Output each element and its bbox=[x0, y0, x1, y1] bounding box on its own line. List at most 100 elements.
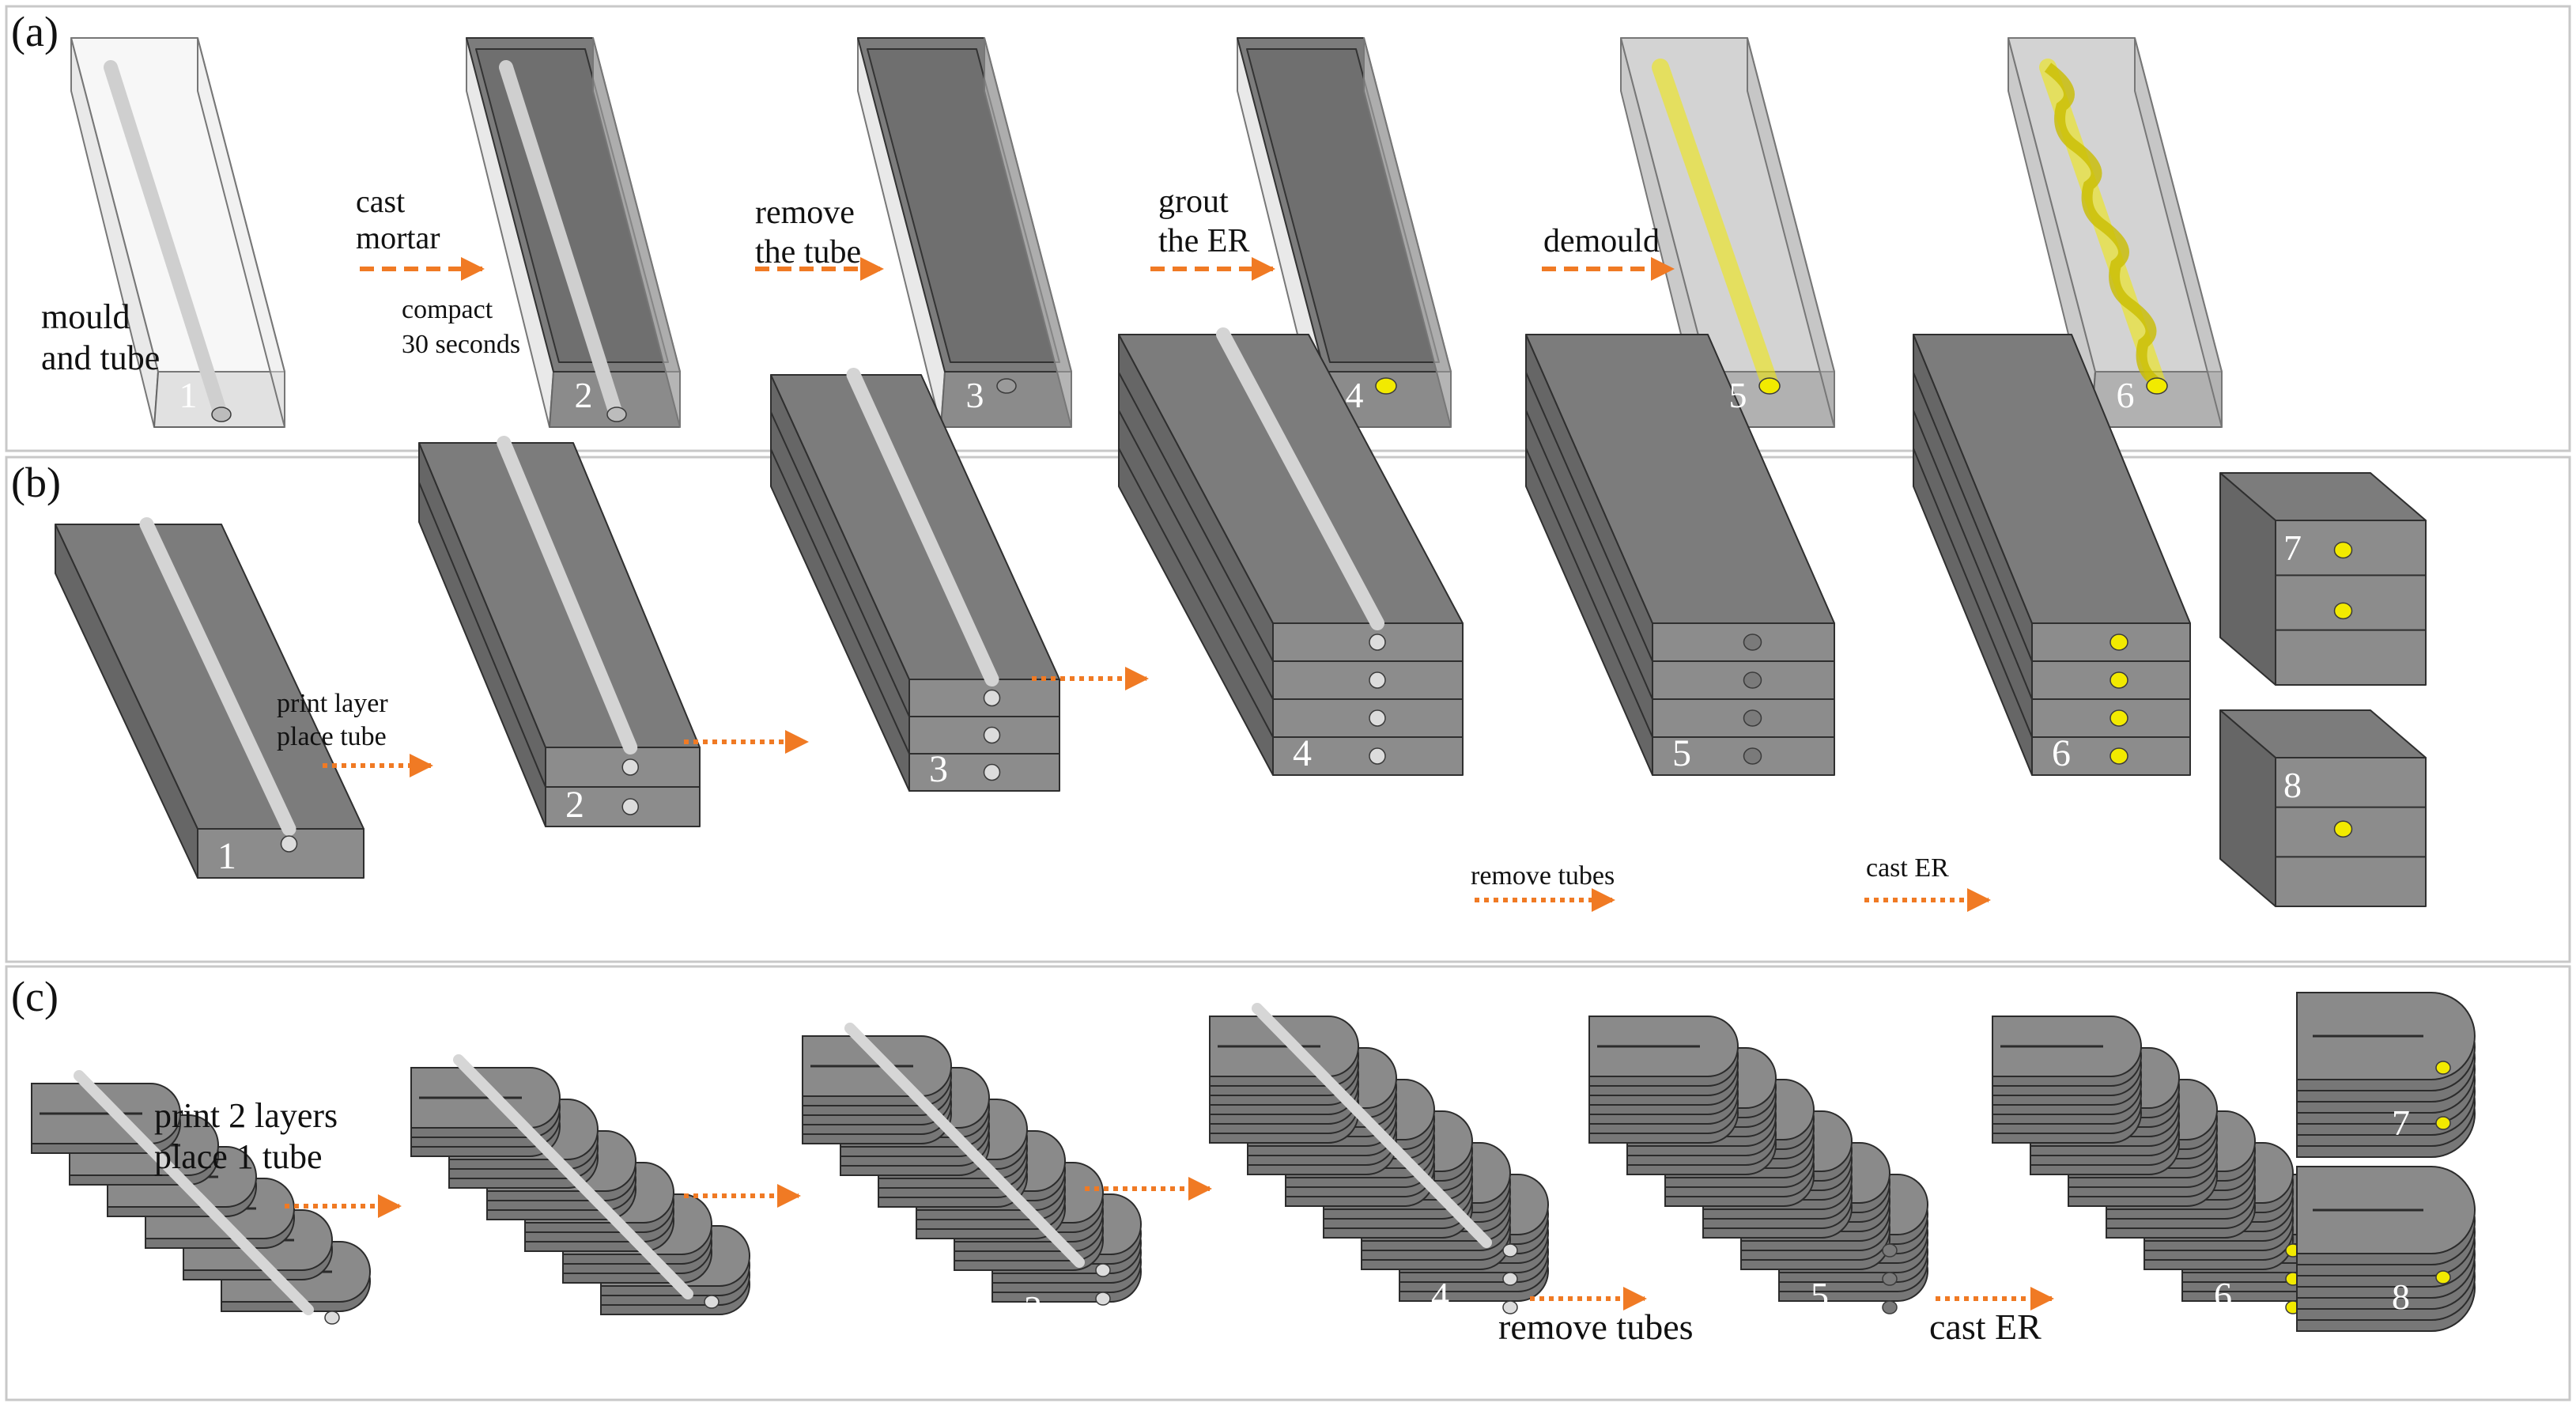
step-number-c-7: 7 bbox=[2392, 1103, 2410, 1143]
resin-end bbox=[2146, 377, 2168, 395]
step-number-a-1: 1 bbox=[179, 375, 198, 415]
resin-end bbox=[2110, 671, 2128, 689]
layer-line bbox=[1913, 372, 2033, 662]
step-number-a-6: 6 bbox=[2117, 375, 2135, 415]
annotation-print-layer-place-tube: place tube bbox=[277, 722, 387, 751]
prism-step-5 bbox=[1525, 334, 1835, 776]
annotation-grout-the-er: the ER bbox=[1158, 223, 1249, 259]
tube-end bbox=[606, 407, 627, 422]
layer-line bbox=[770, 411, 910, 717]
layer-line bbox=[1913, 448, 2033, 738]
serpentine-specimen-8 bbox=[2296, 1166, 2476, 1332]
annotation-cast-er: cast ER bbox=[1929, 1307, 2042, 1347]
layer-line bbox=[418, 482, 546, 788]
layer-line bbox=[1525, 448, 1653, 738]
resin-end bbox=[2110, 709, 2128, 727]
annotation-remove-tubes: remove tubes bbox=[1471, 861, 1615, 891]
annotation-remove-the-tube: the tube bbox=[755, 234, 861, 270]
tube-end bbox=[324, 1311, 340, 1325]
tube-end bbox=[983, 726, 1001, 744]
step-number-c-2: 2 bbox=[633, 1314, 651, 1354]
mould-right-wall bbox=[1363, 37, 1452, 428]
panel-frame-c bbox=[5, 965, 2571, 1401]
tube-hole bbox=[1743, 671, 1762, 689]
resin-end bbox=[2435, 1270, 2451, 1284]
mould-step-6 bbox=[2008, 37, 2223, 428]
step-number-c-6: 6 bbox=[2214, 1275, 2232, 1315]
step-number-b-1: 1 bbox=[217, 835, 236, 877]
layer-line bbox=[1525, 410, 1653, 700]
resin-end bbox=[1375, 377, 1397, 395]
resin-end bbox=[2435, 1061, 2451, 1075]
annotation-cast-mortar: cast bbox=[356, 183, 405, 219]
annotation-remove-tubes: remove tubes bbox=[1498, 1307, 1694, 1347]
annotation-cast-mortar: mortar bbox=[356, 220, 440, 255]
step-number-b-4: 4 bbox=[1293, 732, 1312, 774]
tube-top bbox=[139, 517, 297, 836]
mould-step-1 bbox=[70, 37, 285, 428]
layer-line bbox=[1118, 372, 1274, 662]
resin-end bbox=[2333, 820, 2353, 838]
tube-end bbox=[1369, 671, 1386, 689]
panel-label-c: (c) bbox=[11, 973, 59, 1020]
prism-top-face bbox=[55, 524, 364, 830]
step-number-c-1: 1 bbox=[253, 1323, 271, 1364]
step-number-b-3: 3 bbox=[929, 748, 948, 790]
prism-step-3 bbox=[770, 368, 1060, 792]
resin-rod bbox=[1652, 59, 1778, 391]
tube-top bbox=[453, 1054, 693, 1299]
tube-end bbox=[704, 1295, 720, 1309]
step-number-c-5: 5 bbox=[1811, 1275, 1829, 1315]
prism-step-4 bbox=[1118, 327, 1464, 776]
step-number-b-7: 7 bbox=[2283, 528, 2302, 568]
tube-end bbox=[1502, 1243, 1518, 1258]
step-number-b-6: 6 bbox=[2052, 732, 2071, 774]
tube-end bbox=[1095, 1263, 1111, 1277]
mortar-top-inner bbox=[1246, 48, 1440, 363]
specimen-step-7 bbox=[2219, 472, 2427, 686]
step-number-a-2: 2 bbox=[575, 375, 593, 415]
tube-hole bbox=[1743, 634, 1762, 651]
tube-top bbox=[1252, 1003, 1492, 1248]
annotation-print-2-layers-place-1-tube: place 1 tube bbox=[154, 1137, 323, 1176]
panel-label-b: (b) bbox=[11, 459, 61, 506]
tube-top bbox=[846, 368, 999, 686]
annotation-compact: 30 seconds bbox=[402, 330, 520, 359]
step-number-a-3: 3 bbox=[966, 375, 984, 415]
tube-hole bbox=[1743, 709, 1762, 727]
annotation-mould-and-tube: and tube bbox=[41, 339, 160, 377]
mould-right-wall bbox=[984, 37, 1072, 428]
tube bbox=[104, 60, 227, 418]
prism-step-6 bbox=[1913, 334, 2191, 776]
layer-line bbox=[1913, 410, 2033, 700]
layer-line bbox=[1525, 372, 1653, 662]
layer-line bbox=[1118, 410, 1274, 700]
step-number-b-2: 2 bbox=[565, 784, 584, 826]
mortar-top-inner bbox=[867, 48, 1060, 363]
step-number-c-8: 8 bbox=[2392, 1277, 2410, 1317]
tube-end bbox=[1095, 1292, 1111, 1306]
serpentine-step-3 bbox=[802, 1023, 1142, 1306]
layer-line bbox=[770, 448, 910, 755]
annotation-print-2-layers-place-1-tube: print 2 layers bbox=[154, 1096, 338, 1135]
resin-end bbox=[2110, 747, 2128, 765]
mould-step-5 bbox=[1620, 37, 1835, 428]
annotation-remove-the-tube: remove bbox=[755, 195, 855, 231]
serpentine-step-6 bbox=[1992, 1016, 2332, 1314]
annotation-grout-the-er: grout bbox=[1158, 183, 1229, 220]
step-number-a-4: 4 bbox=[1346, 375, 1364, 415]
annotation-demould: demould bbox=[1543, 223, 1660, 259]
resin-end bbox=[2110, 634, 2128, 651]
annotation-print-layer-place-tube: print layer bbox=[277, 689, 388, 718]
resin-end bbox=[1758, 377, 1781, 395]
prism-step-2 bbox=[418, 436, 701, 827]
specimen-step-8 bbox=[2219, 709, 2427, 907]
mould-step-3 bbox=[857, 37, 1072, 428]
tube-end bbox=[1369, 634, 1386, 651]
mould-right-wall bbox=[1747, 37, 1835, 428]
mould-right-wall bbox=[592, 37, 681, 428]
serpentine-specimen-7 bbox=[2296, 992, 2476, 1158]
serpentine-step-5 bbox=[1588, 1016, 1928, 1314]
tube-end bbox=[983, 763, 1001, 781]
mould-step-4 bbox=[1237, 37, 1452, 428]
